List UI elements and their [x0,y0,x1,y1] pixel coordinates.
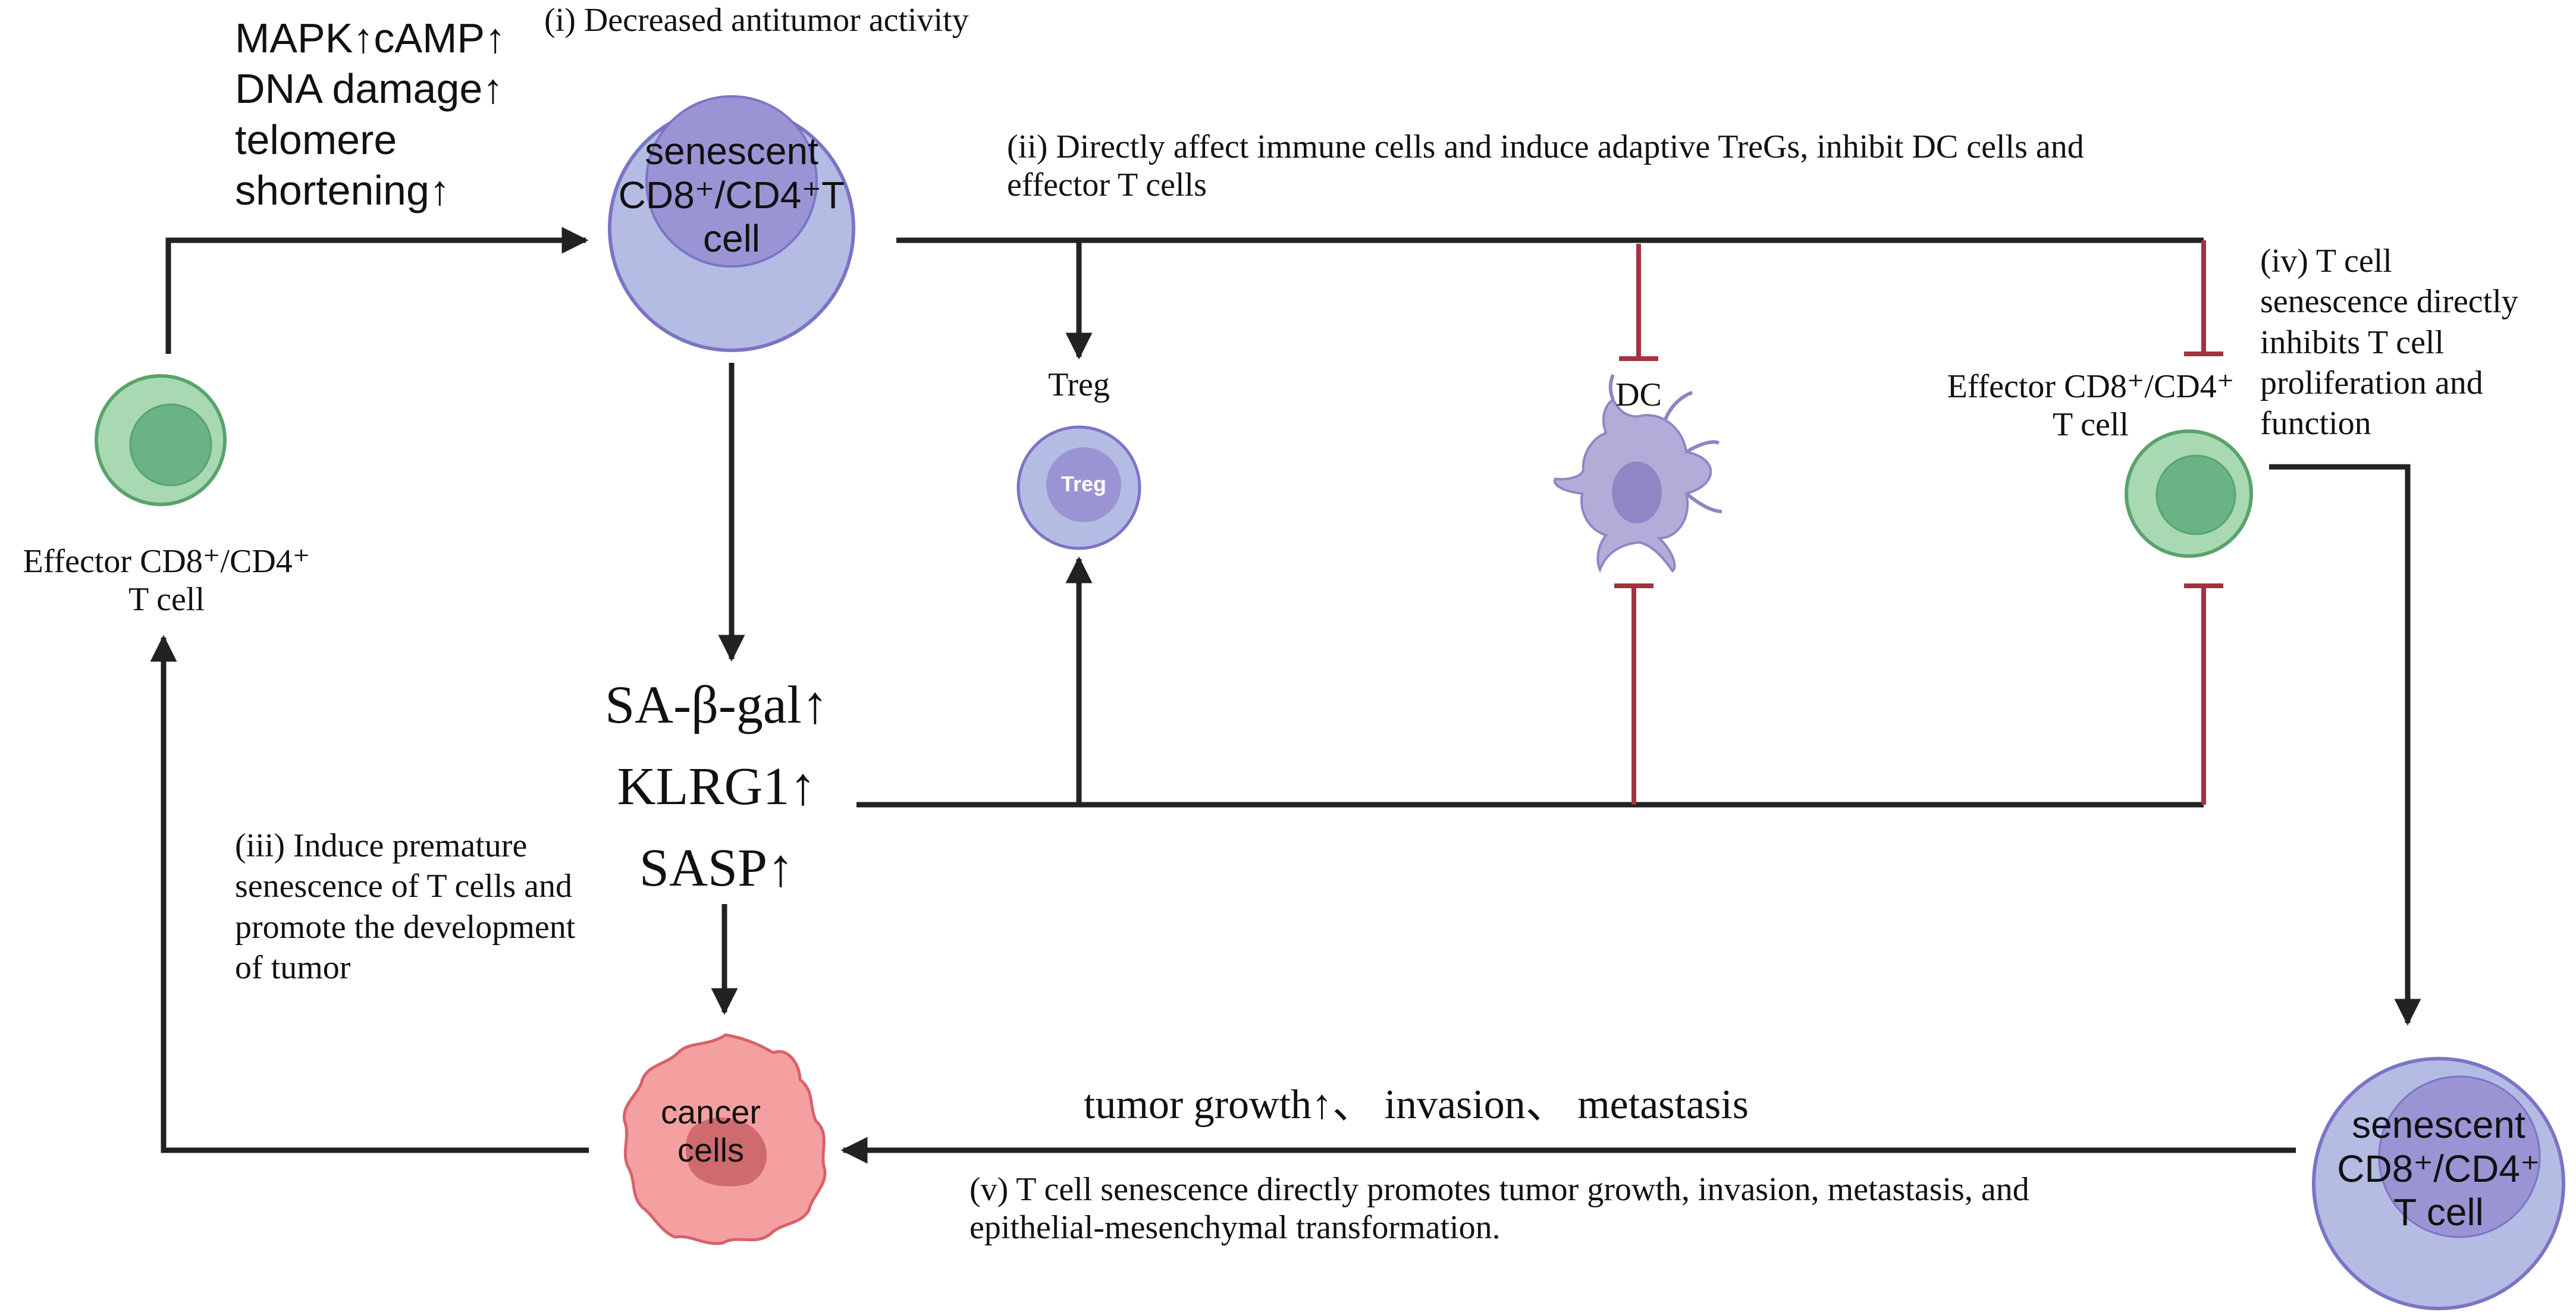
label-effector-right: Effector CD8⁺/CD4⁺ T cell [1921,368,2260,444]
label-line: Effector CD8⁺/CD4⁺ [1947,368,2235,405]
dendritic-cell [1553,374,1722,573]
senescent-cell-top [608,95,855,352]
label-line: cancer [660,1093,761,1131]
label-line: (v) T cell senescence directly promotes … [969,1171,2029,1208]
label-treg-inner: Treg [1060,472,1107,496]
label-line: senescent [645,130,818,172]
marker-line: KLRG1↑ [617,757,817,816]
label-line: cell [702,217,761,261]
label-t-cell-inhibits: (iv) T cell senescence directly inhibits… [2260,241,2518,444]
arrow-effector-to-senescent-bottom [2269,464,2421,1026]
label-line: T cell [2052,406,2129,444]
marker-line: telomere [235,116,397,163]
inhibition-lines [1614,240,2223,805]
label-line: inhibits T cell [2260,324,2445,361]
label-line: promote the development [235,908,576,946]
label-line: (iv) T cell [2260,243,2392,280]
label-line: epithelial-mesenchymal transformation. [969,1209,1501,1247]
label-line: function [2260,405,2371,442]
label-line: senescence directly [2260,283,2518,321]
label-cancer: cancer cells [651,1093,770,1170]
label-line: proliferation and [2260,364,2483,401]
label-line: senescence of T cells and [235,868,573,905]
cancer-cell [622,1033,827,1245]
label-line: (iii) Induce premature [235,827,528,864]
label-line: Effector CD8⁺/CD4⁺ [23,543,310,580]
arrow-cancer-to-effector [150,635,589,1153]
label-decreased-activity: (i) Decreased antitumor activity [544,2,969,39]
label-promotes: (v) T cell senescence directly promotes … [969,1170,2029,1247]
label-dc-title: DC [1615,376,1662,413]
label-directly-affect: (ii) Directly affect immune cells and in… [1007,128,2084,205]
arrow-effector-to-senescent [165,227,589,354]
label-treg-title: Treg [1048,366,1110,403]
label-line: effector T cells [1007,167,1207,204]
marker-line: shortening↑ [235,167,450,214]
label-line: CD8⁺/CD4⁺T [618,173,845,216]
label-line: T cell [2393,1191,2484,1234]
senescent-cell-bottom [2312,1057,2565,1310]
connectors [150,227,2421,1164]
senescence-markers: SA-β-gal↑ KLRG1↑ SASP↑ [574,665,859,909]
effector-cell-left [95,374,227,506]
label-line: of tumor [235,949,351,986]
label-tumor-growth: tumor growth↑、 invasion、 metastasis [1084,1082,1749,1128]
label-line: cells [677,1131,745,1169]
label-line: senescent [2352,1103,2525,1146]
label-line: T cell [128,581,205,619]
label-effector-left: Effector CD8⁺/CD4⁺ T cell [0,542,333,619]
label-line: CD8⁺/CD4⁺ [2337,1147,2540,1190]
upstream-markers: MAPK↑cAMP↑ DNA damage↑ telomere shorteni… [235,13,506,216]
label-senescent-bottom: senescent CD8⁺/CD4⁺ T cell [2320,1103,2558,1235]
marker-line: SASP↑ [639,838,795,897]
marker-line: MAPK↑cAMP↑ [235,15,506,61]
label-senescent-top: senescent CD8⁺/CD4⁺T cell [613,130,851,261]
label-line: (ii) Directly affect immune cells and in… [1007,128,2084,165]
treg-cell [1016,425,1141,550]
marker-line: DNA damage↑ [235,65,504,112]
effector-cell-right [2125,429,2253,558]
marker-line: SA-β-gal↑ [605,676,829,735]
label-premature: (iii) Induce premature senescence of T c… [235,826,575,988]
